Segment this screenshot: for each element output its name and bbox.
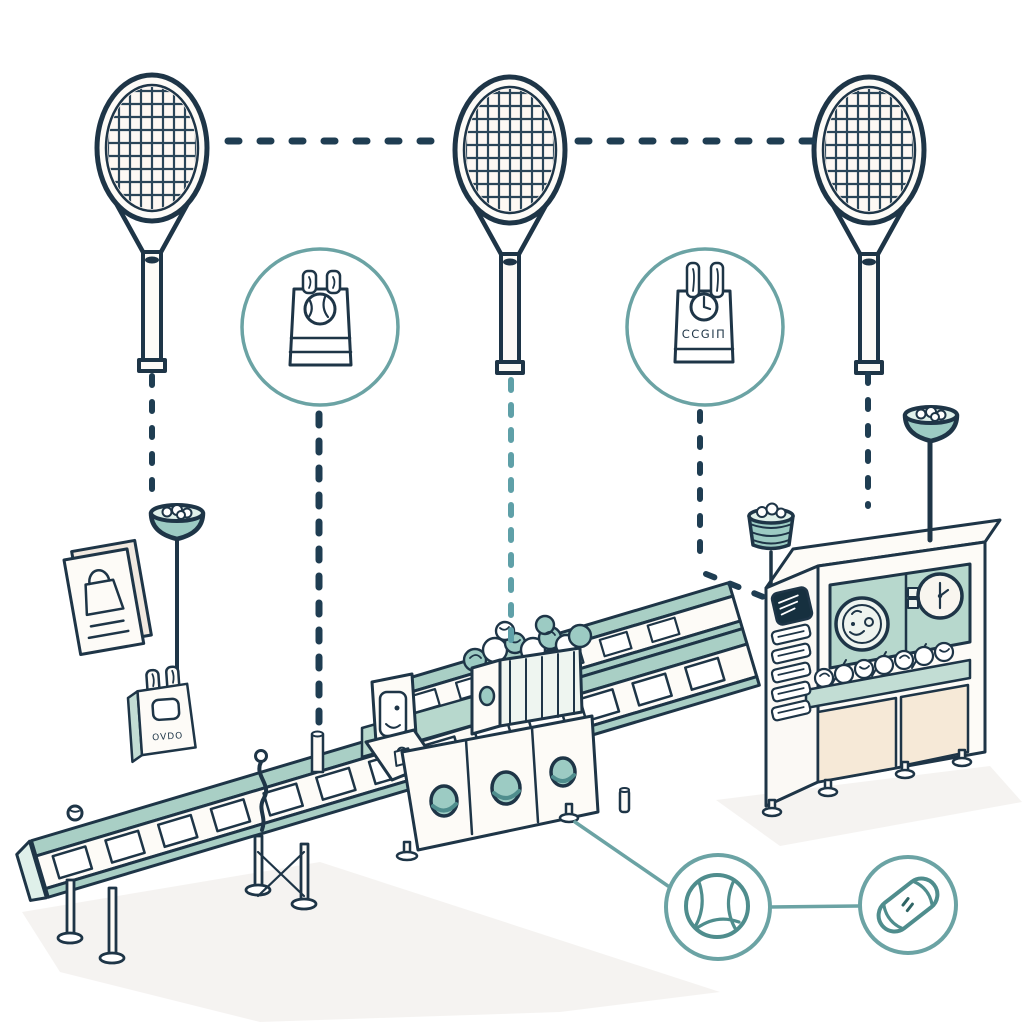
cabinet-door-left bbox=[816, 696, 898, 784]
side-display bbox=[770, 586, 814, 626]
parts-bin bbox=[462, 614, 593, 736]
leg-brace bbox=[256, 850, 306, 898]
small-shopping-bag: OVDO bbox=[126, 665, 197, 764]
grip-capsule-icon bbox=[876, 876, 940, 934]
cabinet-shadow bbox=[716, 766, 1022, 846]
framed-bag-sign bbox=[62, 538, 153, 657]
machine-feet bbox=[395, 787, 631, 862]
floor-shadows bbox=[22, 766, 1022, 1022]
badge-shopping-bag-ball bbox=[240, 247, 400, 407]
badge-grip-capsule bbox=[858, 855, 958, 955]
dash-badge2-cabinet bbox=[697, 409, 769, 601]
machine-porthole-panel bbox=[400, 714, 600, 852]
ball-funnel-left bbox=[151, 505, 203, 674]
connector-machine-ball bbox=[573, 820, 670, 888]
timer-dial-icon bbox=[907, 572, 964, 620]
cabinet-shelf bbox=[804, 641, 972, 710]
ball-funnel-left-icon bbox=[151, 505, 203, 539]
badge-shopping-bag-clock: CCGIΠ bbox=[625, 247, 785, 407]
bin-slats bbox=[509, 651, 575, 725]
conveyor-shadow bbox=[22, 862, 720, 1022]
tennis-racket-2 bbox=[455, 77, 565, 373]
side-buttons bbox=[770, 623, 812, 722]
cabinet-door-right bbox=[899, 683, 970, 768]
tennis-racket-1 bbox=[97, 75, 207, 371]
finishing-cabinet bbox=[747, 407, 1002, 818]
loose-ball-icon bbox=[66, 804, 84, 822]
badge-tennis-ball bbox=[664, 853, 772, 961]
ball-cup-icon bbox=[747, 502, 795, 586]
gauge-dial-icon bbox=[834, 596, 890, 652]
connector-ball-grip bbox=[768, 904, 860, 909]
bottom-badges bbox=[573, 820, 958, 961]
tennis-racket-3 bbox=[814, 77, 924, 373]
ball-funnel-right-icon bbox=[905, 407, 957, 441]
panel-screen bbox=[378, 690, 408, 738]
dashed-connectors bbox=[149, 137, 871, 738]
small-bag-label: OVDO bbox=[152, 731, 184, 743]
cabinet-feet bbox=[761, 748, 973, 818]
rail-end-cap bbox=[15, 839, 48, 902]
clock-bag-label: CCGIΠ bbox=[682, 327, 727, 341]
rail-post bbox=[310, 730, 325, 774]
bag-sign-doodle-icon bbox=[84, 569, 130, 640]
crank-lever bbox=[254, 749, 268, 832]
conveyor-legs bbox=[56, 834, 318, 965]
conveyor-machine bbox=[360, 614, 631, 862]
